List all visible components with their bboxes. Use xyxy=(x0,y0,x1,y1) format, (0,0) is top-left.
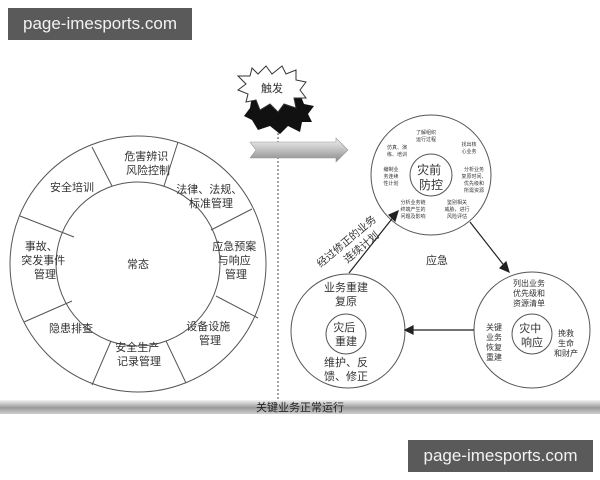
segment-laws-regulations: 法律、法规、 标准管理 xyxy=(176,182,246,210)
pre-disaster-core xyxy=(409,153,453,197)
normal-state-wheel: 常态 危害辨识 风险控制 法律、法规、 标准管理 应急预案 与响应 管理 设备设… xyxy=(9,135,267,393)
pre-item-drill-training: 仿真、演练、培训 xyxy=(387,144,407,158)
segment-equipment-management: 设备设施 管理 xyxy=(186,319,234,347)
trigger-label: 触发 xyxy=(261,81,283,95)
watermark-text: page-imesports.com xyxy=(423,446,578,465)
pre-item-understand-operation: 了解组织运行过程 xyxy=(416,129,436,143)
wheel-center-label: 常态 xyxy=(127,258,149,271)
segment-hazard-identification: 危害辨识 风险控制 xyxy=(124,149,172,177)
during-item-key-recovery: 关键业务恢复重建 xyxy=(486,322,502,362)
watermark-bottom: page-imesports.com xyxy=(408,440,593,472)
during-disaster-core-label: 灾中 响应 xyxy=(519,321,545,349)
segment-incident-management: 事故、 突发事件 管理 xyxy=(21,239,69,281)
pre-item-chain-impact: 分析业务链终端产生的问题及影响 xyxy=(400,199,425,220)
segment-hazard-inspection: 隐患排查 xyxy=(49,321,93,335)
normal-operation-bar: 关键业务正常运行 xyxy=(0,400,600,414)
during-item-priority-list: 列出业务优先级和资源清单 xyxy=(513,278,545,308)
pre-item-continuity-plan: 编制业务连续性计划 xyxy=(383,166,398,187)
svg-text:经过修正的业务 连续计划: 经过修正的业务 连续计划 xyxy=(314,211,390,281)
pre-item-core-business: 找出核心业务 xyxy=(461,141,476,155)
segment-emergency-plan: 应急预案 与响应 管理 xyxy=(212,239,260,281)
arrowhead-icon xyxy=(403,325,414,335)
post-disaster-core-label: 灾后 重建 xyxy=(333,320,359,348)
burst-icon xyxy=(236,65,307,113)
arrow-post-to-pre xyxy=(348,214,396,274)
emergency-center-label: 应急 xyxy=(426,253,448,267)
during-disaster-core xyxy=(511,313,553,355)
revised-plan-label: 经过修正的业务 连续计划 xyxy=(314,211,390,281)
post-item-rebuild: 业务重建复原 xyxy=(324,280,368,308)
post-disaster-core xyxy=(325,313,367,355)
emergency-cycle: 灾前 防控 了解组织运行过程 找出核心业务 分析业务复原时间、优先级和所需资源 … xyxy=(290,114,591,389)
arrowhead-icon xyxy=(498,260,510,274)
pre-item-analyze-recovery: 分析业务复原时间、优先级和所需资源 xyxy=(461,166,486,194)
segment-safety-training: 安全培训 xyxy=(50,180,94,194)
pre-disaster-core-label: 灾前 防控 xyxy=(417,162,445,192)
post-item-maintain-feedback: 维护、反馈、修正 xyxy=(324,355,368,383)
wheel-dividers xyxy=(19,141,259,386)
watermark-text: page-imesports.com xyxy=(22,14,177,33)
watermark-top: page-imesports.com xyxy=(8,8,192,40)
trigger-burst: 触发 xyxy=(236,65,314,134)
normal-operation-label: 关键业务正常运行 xyxy=(256,401,344,414)
segment-safety-records: 安全生产 记录管理 xyxy=(115,340,163,368)
arrow-pre-to-during xyxy=(469,221,507,269)
during-item-save-lives: 挽救生命和财产 xyxy=(554,328,578,358)
pre-item-risk-assessment: 鉴别相关威胁，进行风险评估 xyxy=(444,199,469,220)
arrowhead-icon xyxy=(387,209,399,223)
transition-arrow-icon xyxy=(249,137,349,163)
